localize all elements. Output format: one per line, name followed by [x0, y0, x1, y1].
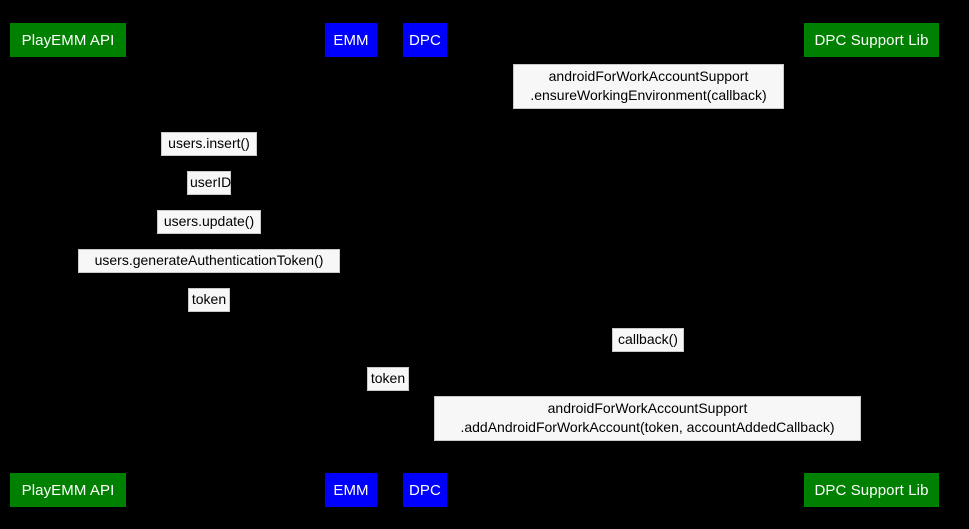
emm-lifeline	[351, 57, 352, 473]
message-ensure-working-environment: androidForWorkAccountSupport .ensureWork…	[513, 64, 784, 109]
participant-bottom-dpc[interactable]: DPC	[403, 473, 447, 507]
participant-bottom-playemm-api[interactable]: PlayEMM API	[10, 473, 126, 507]
message-add-android-for-work-account: androidForWorkAccountSupport .addAndroid…	[434, 396, 861, 441]
message-users-update: users.update()	[157, 210, 261, 234]
participant-top-dpc[interactable]: DPC	[403, 23, 447, 57]
message-user-id: userID	[187, 171, 231, 195]
participant-top-dpc-support-lib[interactable]: DPC Support Lib	[804, 23, 939, 57]
dpc-lifeline	[425, 57, 426, 473]
message-token-playemm-to-emm: token	[188, 288, 230, 312]
participant-top-emm[interactable]: EMM	[325, 23, 377, 57]
dpc-support-lib-lifeline	[871, 57, 872, 473]
message-token-emm-to-dpc: token	[367, 367, 409, 391]
participant-bottom-dpc-support-lib[interactable]: DPC Support Lib	[804, 473, 939, 507]
participant-top-playemm-api[interactable]: PlayEMM API	[10, 23, 126, 57]
playemm-api-lifeline	[68, 57, 69, 473]
message-users-insert: users.insert()	[161, 132, 257, 156]
participant-bottom-emm[interactable]: EMM	[325, 473, 377, 507]
message-callback: callback()	[612, 328, 684, 352]
message-users-generate-authentication-token: users.generateAuthenticationToken()	[78, 249, 340, 273]
